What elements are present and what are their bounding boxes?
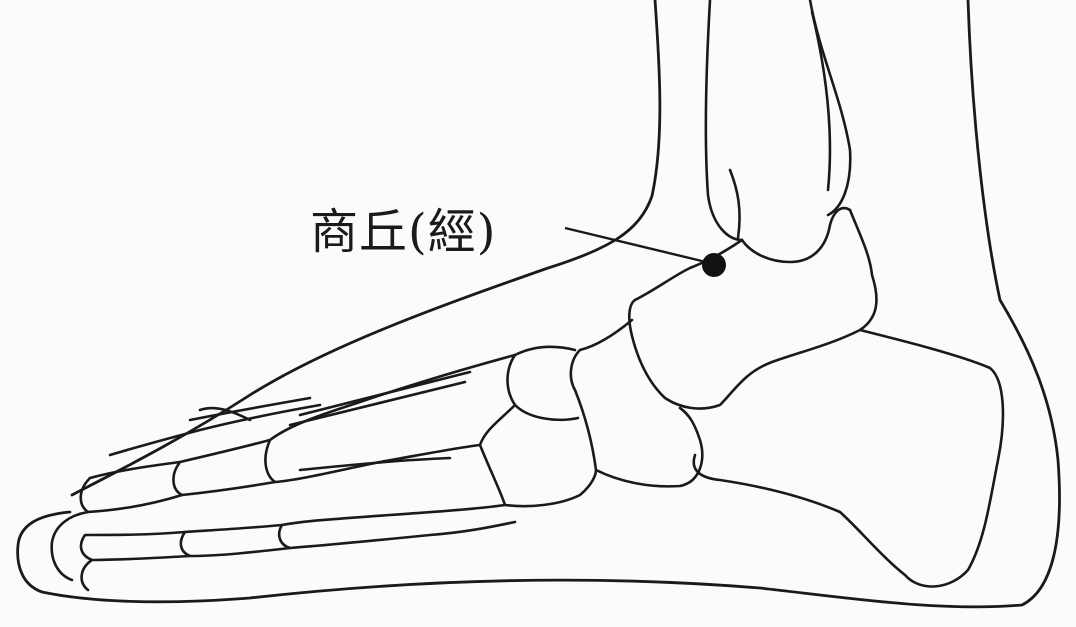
distal-phalanx [79, 460, 184, 514]
talus-bone [628, 208, 878, 410]
talus-neck [633, 238, 744, 302]
acupoint-label: 商丘(經) [310, 204, 497, 260]
tibia-medial-malleolus [740, 206, 852, 264]
fibula-inner-edge [810, 10, 832, 192]
proximal-phalanx-2 [179, 523, 292, 558]
acupoint-leader-line [564, 226, 707, 264]
distal-phalanx-2 [79, 530, 192, 562]
tibia-bone [704, 0, 744, 242]
cuneiform-bone [506, 345, 580, 422]
leg-back-heel-outline [16, 0, 1061, 609]
tibia-inner-line [728, 168, 741, 240]
shangqiu-acupoint-marker [702, 253, 726, 277]
calcaneus-bone [692, 328, 1005, 588]
metatarsal-lines [288, 370, 472, 472]
toe-lines [108, 396, 322, 457]
second-metatarsal [277, 503, 517, 550]
cuneiform-bone-2 [478, 403, 598, 508]
proximal-phalanx [172, 438, 277, 497]
toe-tips [50, 510, 94, 592]
navicular-bone [569, 318, 704, 488]
